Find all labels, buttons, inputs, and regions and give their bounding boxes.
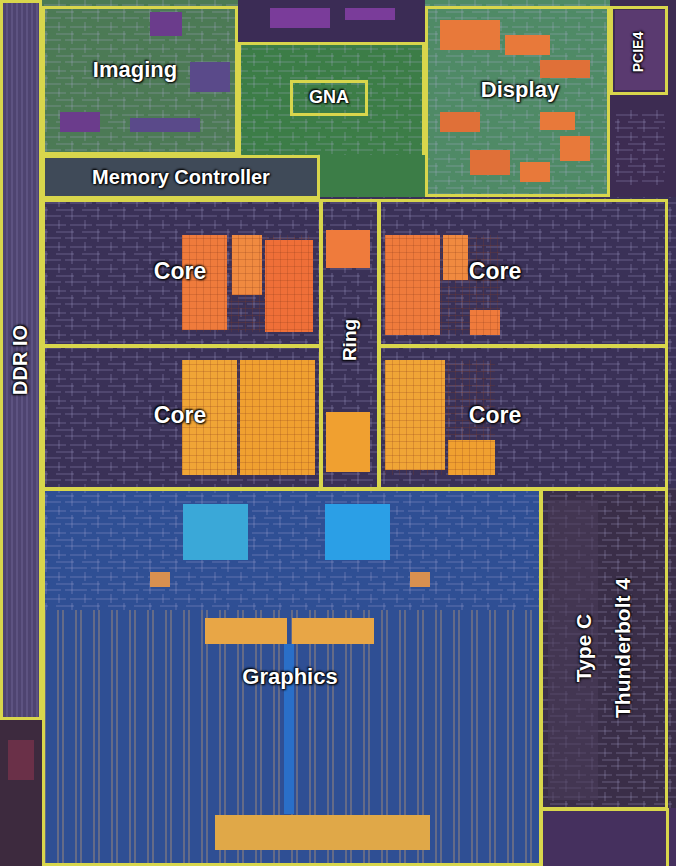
graphics-block <box>150 572 170 587</box>
core-block: Core <box>378 199 668 347</box>
pcie-block: PCIE4 <box>610 6 668 95</box>
gna-area <box>320 155 425 197</box>
region-outline <box>542 810 668 866</box>
display-block <box>440 112 480 132</box>
display-block <box>470 150 510 175</box>
graphics-area <box>42 488 540 866</box>
imaging-block: Imaging <box>42 6 238 155</box>
display-texture <box>425 0 610 197</box>
corner-detail <box>8 740 34 780</box>
typec-texture <box>540 488 676 808</box>
block-label: Core <box>469 403 521 428</box>
cache-texture <box>385 235 500 335</box>
memory-block: Memory Controller <box>42 155 320 199</box>
corner-block <box>540 808 676 866</box>
block-label: DDR IO <box>9 325 31 395</box>
block-label: Core <box>469 259 521 284</box>
display-block <box>505 35 550 55</box>
core-texture <box>42 197 676 488</box>
block-label: Memory Controller <box>92 166 270 188</box>
display-block: Display <box>425 6 610 197</box>
typec-block <box>548 500 598 800</box>
display-block <box>440 20 500 50</box>
ring-block: Ring <box>320 199 380 490</box>
logic-block <box>130 118 200 132</box>
graphics-block <box>292 618 374 644</box>
io-strip: DDR IO <box>0 0 42 720</box>
imaging-texture <box>42 0 238 155</box>
graphics-block <box>205 618 287 644</box>
logic-block <box>270 8 330 28</box>
logic-block <box>60 112 100 132</box>
ddr-texture <box>0 0 42 720</box>
block-label: Imaging <box>93 58 177 82</box>
block-label: Graphics <box>242 665 337 689</box>
typec-area <box>540 488 676 866</box>
block-label: Display <box>481 78 559 102</box>
graphics-texture <box>42 488 540 610</box>
display-block <box>520 162 550 182</box>
graphics-block <box>325 504 390 560</box>
core-block: Core <box>42 199 322 347</box>
block-label: Core <box>154 259 206 284</box>
logic-block <box>190 62 230 92</box>
io-block: Type C Thunderbolt 4 <box>540 488 668 810</box>
top-strip <box>238 0 425 42</box>
corner-block <box>0 720 42 866</box>
graphics-block <box>183 504 248 560</box>
graphics-texture <box>42 610 540 866</box>
core-block: Core <box>378 345 668 490</box>
block-label: GNA <box>309 88 349 108</box>
memory-area <box>42 155 320 197</box>
logic-block <box>150 12 182 36</box>
gna-block: GNA <box>290 80 368 116</box>
pcie-block <box>615 10 665 90</box>
display-area <box>425 0 610 197</box>
block-label: Type C <box>572 614 595 682</box>
ring-block <box>326 412 370 472</box>
graphics-block: Graphics <box>42 488 542 866</box>
block-label: Thunderbolt 4 <box>611 578 634 718</box>
display-block <box>560 136 590 161</box>
io-texture <box>615 110 665 185</box>
core-block: Core <box>42 345 322 490</box>
ring-block <box>326 230 370 268</box>
graphics-block <box>410 572 430 587</box>
block-label: PCIE4 <box>631 32 646 72</box>
block-label: Core <box>154 403 206 428</box>
logic-block <box>345 8 395 20</box>
core-area <box>42 197 676 488</box>
graphics-block <box>215 815 430 850</box>
io-column <box>610 0 676 197</box>
imaging-area <box>42 0 238 155</box>
block-label: Ring <box>340 319 361 361</box>
display-block <box>540 112 575 130</box>
ddr-area <box>0 0 42 720</box>
display-block <box>540 60 590 78</box>
